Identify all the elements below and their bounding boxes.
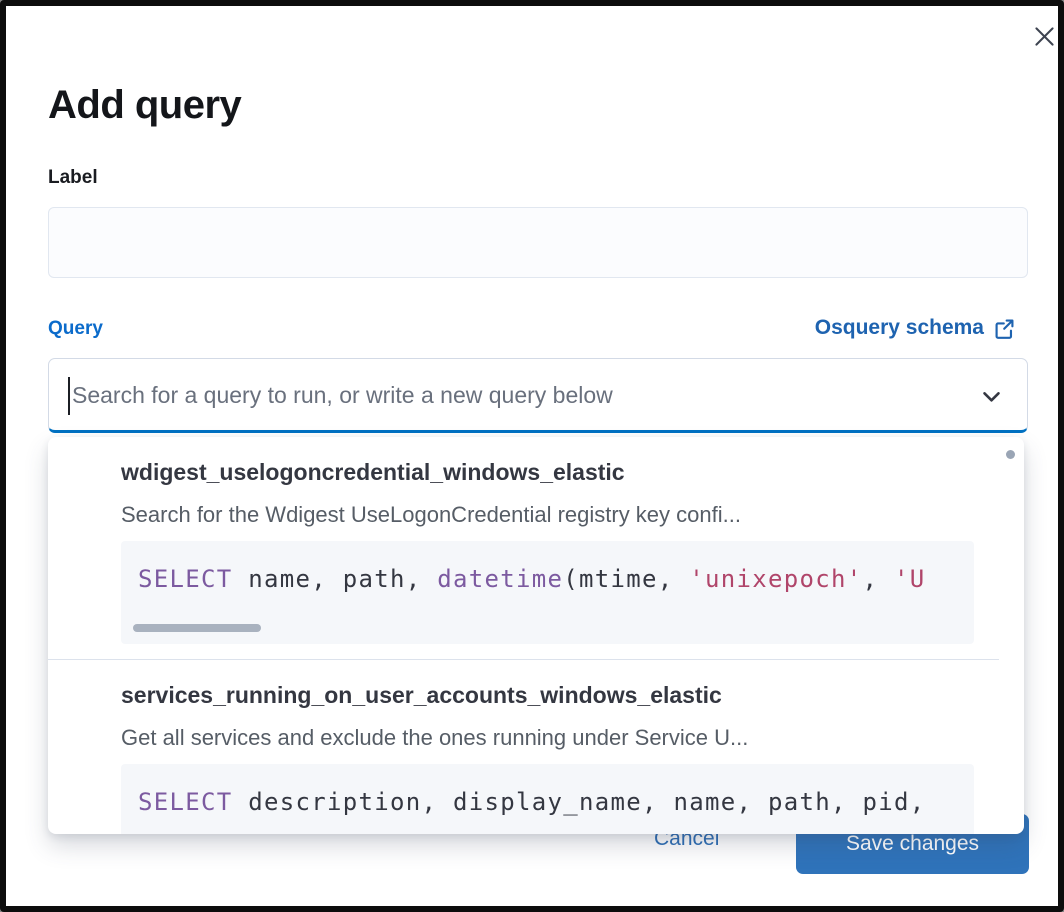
sql-token-plain: description, display_name, name, path, p… [232, 788, 926, 816]
query-option[interactable]: wdigest_uselogoncredential_windows_elast… [48, 437, 1024, 659]
sql-token-keyword: SELECT [138, 565, 233, 593]
page-title: Add query [48, 82, 242, 127]
label-input[interactable] [48, 207, 1028, 278]
query-options-dropdown: wdigest_uselogoncredential_windows_elast… [48, 437, 1024, 834]
chevron-down-icon[interactable] [980, 385, 1003, 408]
close-icon [1031, 23, 1058, 50]
query-option-description: Get all services and exclude the ones ru… [121, 725, 749, 750]
query-search-input[interactable] [70, 360, 954, 430]
query-option-sql: SELECT name, path, datetime(mtime, 'unix… [121, 541, 974, 644]
sql-token-plain: (mtime, [563, 565, 690, 593]
query-option-name: services_running_on_user_accounts_window… [121, 682, 722, 708]
horizontal-scrollbar-thumb[interactable] [133, 624, 261, 632]
query-option-sql: SELECT description, display_name, name, … [121, 764, 974, 834]
query-field-label: Query [48, 318, 103, 339]
query-option-description: Search for the Wdigest UseLogonCredentia… [121, 502, 741, 527]
query-option[interactable]: services_running_on_user_accounts_window… [48, 660, 1024, 834]
sql-token-keyword: SELECT [138, 788, 233, 816]
sql-token-string: 'unixepoch' [689, 565, 863, 593]
sql-token-plain: name, path, [232, 565, 438, 593]
query-option-name: wdigest_uselogoncredential_windows_elast… [121, 459, 625, 485]
sql-token-plain: , [862, 565, 894, 593]
osquery-schema-link[interactable]: Osquery schema [815, 316, 1016, 340]
label-field-label: Label [48, 167, 98, 188]
sql-token-keyword: datetime [437, 565, 564, 593]
query-combobox[interactable] [48, 358, 1028, 433]
sql-token-string: 'U [894, 565, 926, 593]
external-link-icon [993, 317, 1016, 340]
osquery-schema-link-label: Osquery schema [814, 316, 984, 339]
text-cursor [68, 377, 70, 415]
close-button[interactable] [1028, 20, 1058, 52]
option-divider [48, 659, 999, 660]
vertical-scrollbar-thumb[interactable] [1006, 450, 1015, 459]
